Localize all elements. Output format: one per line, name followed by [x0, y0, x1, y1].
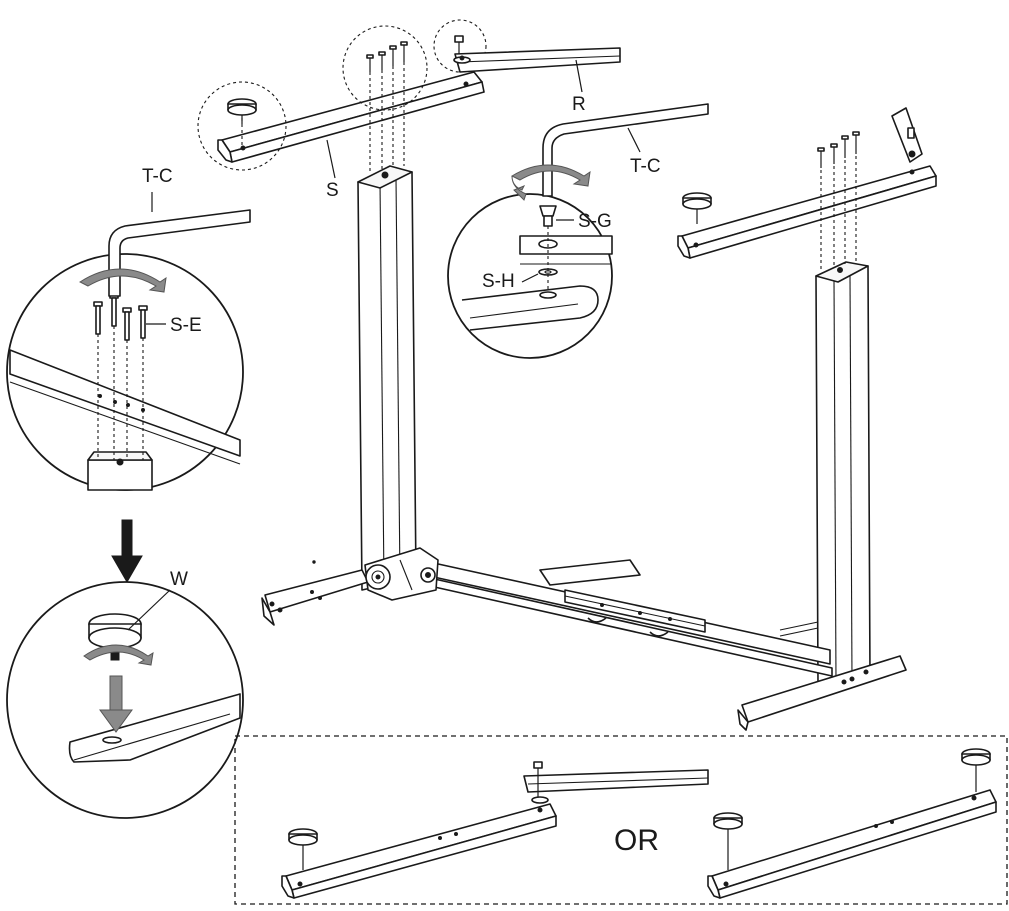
zoom-detail-right — [447, 103, 709, 359]
screws-top-left — [366, 41, 408, 72]
zoom-circle-screws — [342, 25, 428, 111]
left-leg-column — [357, 165, 417, 591]
bracket-s-left — [217, 62, 485, 172]
label-w: W — [170, 569, 188, 590]
label-s-h: S-H — [482, 271, 515, 292]
down-arrow — [111, 519, 143, 584]
bracket-right — [677, 107, 937, 259]
motor — [364, 547, 439, 601]
zoom-detail-left — [6, 209, 251, 491]
label-or: OR — [614, 824, 659, 857]
stray-mark — [312, 560, 316, 564]
option-right-bracket — [707, 748, 997, 899]
zoom-circle-bolt — [433, 19, 487, 73]
label-t-c-right: T-C — [630, 156, 661, 177]
label-r: R — [572, 94, 586, 115]
rail-r — [453, 35, 621, 73]
label-s-g: S-G — [578, 211, 612, 232]
right-leg-column — [815, 261, 871, 685]
glider-right — [682, 192, 712, 224]
zoom-circle-glider — [197, 81, 287, 171]
right-foot — [737, 655, 907, 731]
label-s-e: S-E — [170, 315, 202, 336]
screws-right — [817, 131, 860, 270]
label-s: S — [326, 180, 339, 201]
option-left-bracket — [281, 761, 709, 899]
option-box — [234, 735, 1008, 905]
zoom-detail-glider — [6, 581, 244, 819]
glider-top-left — [227, 98, 257, 124]
crossbar — [419, 559, 833, 677]
left-foot — [261, 569, 369, 626]
label-t-c-left: T-C — [142, 166, 173, 187]
